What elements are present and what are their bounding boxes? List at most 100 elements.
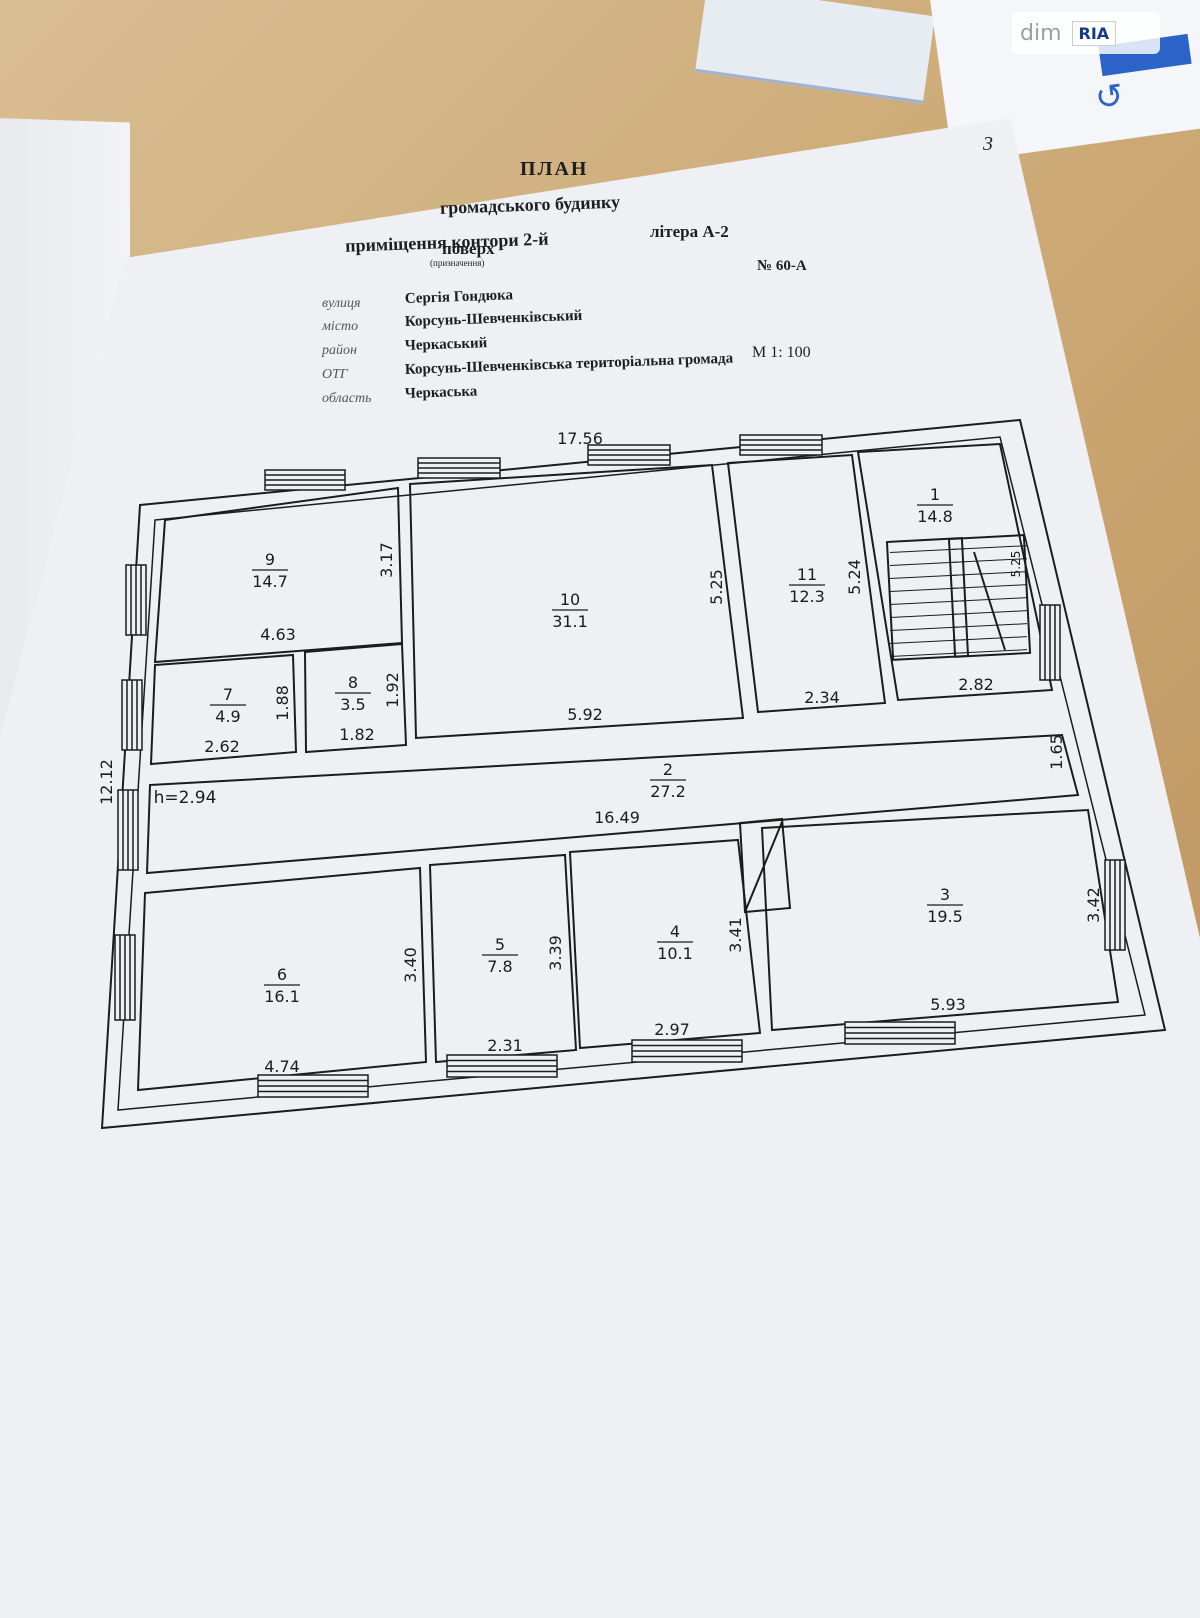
watermark: dim RIA <box>1012 12 1160 54</box>
room-area: 16.1 <box>264 987 300 1006</box>
room-area: 4.9 <box>215 707 240 726</box>
room-area: 14.7 <box>252 572 288 591</box>
inner-wall <box>117 436 1146 1111</box>
address-label: область <box>322 391 371 406</box>
stair-diagonal <box>744 821 783 913</box>
room-number: 11 <box>797 565 817 584</box>
stair-tread <box>951 623 1028 628</box>
address-value: Черкаський <box>405 335 488 354</box>
r6-width: 4.74 <box>264 1057 300 1076</box>
r9-height: 3.17 <box>377 542 396 578</box>
r1-height: 5.25 <box>1009 551 1023 578</box>
plan-subtitle-1: громадського будинку <box>440 192 621 218</box>
stair-tread <box>951 597 1028 602</box>
room-label-2: 227.2 <box>650 760 686 801</box>
address-value: Корсунь-Шевченківська територіальна гром… <box>405 351 734 378</box>
plan-title: ПЛАН <box>520 158 588 180</box>
room-area: 31.1 <box>552 612 588 631</box>
stair-tread <box>951 610 1028 615</box>
r10-width: 5.92 <box>567 705 603 724</box>
room-2-outline <box>145 733 1080 875</box>
r11-height: 5.24 <box>845 559 864 595</box>
room-area: 19.5 <box>927 907 963 926</box>
page-number: 3 <box>982 133 993 155</box>
room-area: 14.8 <box>917 507 953 526</box>
room-label-1: 114.8 <box>917 485 953 526</box>
room-1-outline <box>856 442 1054 702</box>
watermark-dim: dim <box>1020 20 1062 46</box>
stair-tread <box>951 571 1028 576</box>
room-5-outline <box>428 853 578 1064</box>
stair-tread <box>951 584 1028 589</box>
room-number: 5 <box>495 935 505 954</box>
room-number: 3 <box>940 885 950 904</box>
room-area: 3.5 <box>340 695 365 714</box>
r4-width: 2.97 <box>654 1020 690 1039</box>
stair-treads <box>889 545 1028 657</box>
doc-number: № 60-А <box>757 258 807 274</box>
r10-height: 5.25 <box>707 569 726 605</box>
stair-landing <box>738 817 792 914</box>
room-3-outline <box>760 808 1120 1032</box>
room-number: 9 <box>265 550 275 569</box>
room-label-7: 74.9 <box>210 685 246 726</box>
room-label-6: 616.1 <box>264 965 300 1006</box>
stair-arrow-line <box>973 551 1006 651</box>
r4-height: 3.41 <box>726 917 745 953</box>
stair-flight-left <box>885 537 970 661</box>
room-7-outline <box>149 653 298 766</box>
stair-tread <box>951 649 1028 654</box>
room-label-8: 83.5 <box>335 673 371 714</box>
floor-caption: (призначення) <box>430 258 484 268</box>
overall-length: 17.56 <box>557 429 603 448</box>
room-label-10: 10 31.1 <box>552 590 588 631</box>
room-10-outline <box>408 463 745 740</box>
r5-height: 3.39 <box>546 935 565 971</box>
r7-height: 1.88 <box>273 685 292 721</box>
room-label-9: 914.7 <box>252 550 288 591</box>
room-number: 7 <box>223 685 233 704</box>
room-number: 10 <box>560 590 580 609</box>
r3-height: 3.42 <box>1084 887 1103 923</box>
room-number: 8 <box>348 673 358 692</box>
r8-height: 1.92 <box>383 672 402 708</box>
stair-tread <box>951 636 1028 641</box>
address-label: ОТГ <box>322 367 349 382</box>
r11-width: 2.34 <box>804 688 840 707</box>
address-label: вулиця <box>322 296 361 311</box>
room-area: 27.2 <box>650 782 686 801</box>
r9-width: 4.63 <box>260 625 296 644</box>
r7-width: 2.62 <box>204 737 240 756</box>
room-label-5: 57.8 <box>482 935 518 976</box>
room-labels: 114.8227.2319.5410.157.8616.174.983.5914… <box>210 485 963 1006</box>
overall-width: 12.12 <box>97 759 116 805</box>
windows <box>114 434 1126 1098</box>
room-number: 1 <box>930 485 940 504</box>
address-label: район <box>321 343 357 358</box>
room-number: 4 <box>670 922 680 941</box>
room-area: 7.8 <box>487 957 512 976</box>
r6-height: 3.40 <box>401 947 420 983</box>
room-number: 6 <box>277 965 287 984</box>
watermark-ria: RIA <box>1071 20 1117 46</box>
stair-flight-right <box>947 534 1032 658</box>
room-area: 10.1 <box>657 944 693 963</box>
room-area: 12.3 <box>789 587 825 606</box>
outer-wall <box>100 418 1167 1130</box>
room-number: 2 <box>663 760 673 779</box>
r5-width: 2.31 <box>487 1036 523 1055</box>
r8-width: 1.82 <box>339 725 375 744</box>
room-6-outline <box>136 866 428 1092</box>
room-8-outline <box>303 642 408 754</box>
address-value: Сергія Гондюка <box>405 287 514 307</box>
corridor-length: 16.49 <box>594 808 640 827</box>
litera: літера А-2 <box>650 222 729 241</box>
room-4-outline <box>568 838 762 1050</box>
corridor-width: 1.65 <box>1047 734 1066 770</box>
room-label-11: 11 12.3 <box>789 565 825 606</box>
r1-width: 2.82 <box>958 675 994 694</box>
address-label: місто <box>321 319 358 334</box>
address-value: Черкаська <box>405 383 478 402</box>
stair-tread <box>951 545 1028 550</box>
